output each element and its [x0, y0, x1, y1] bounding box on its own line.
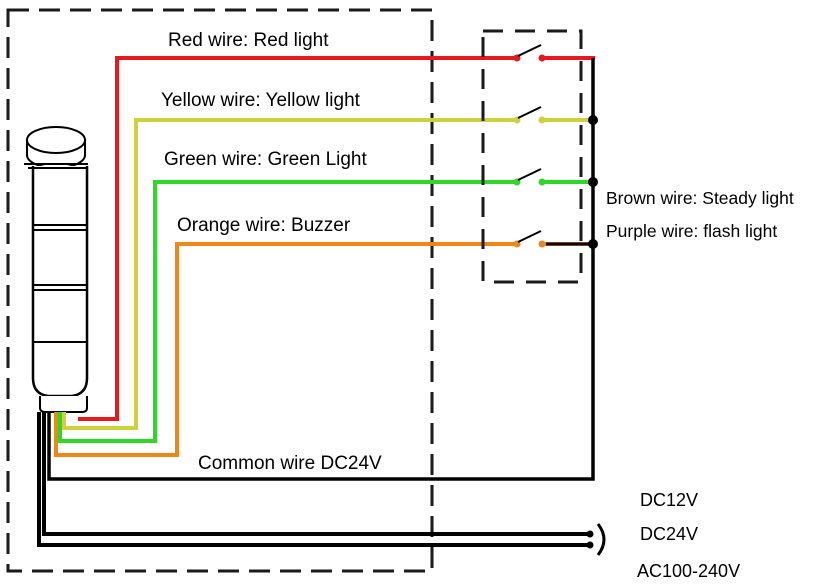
power-wire-bottom [37, 412, 590, 547]
yellow-wire-label: Yellow wire: Yellow light [161, 90, 360, 111]
common-wire-label: Common wire DC24V [198, 453, 382, 474]
brown-wire-label: Brown wire: Steady light [606, 188, 794, 208]
red-wire-label: Red wire: Red light [168, 30, 329, 51]
green-wire [58, 180, 595, 443]
red-wire [78, 56, 595, 421]
switch-icon [513, 44, 546, 248]
power-option-dc24v: DC24V [640, 524, 699, 544]
enclosure-outline [6, 8, 434, 573]
orange-wire [54, 242, 595, 457]
signal-tower-light-icon [24, 126, 89, 413]
power-connector-icon [586, 523, 606, 556]
power-option-dc12v: DC12V [640, 490, 699, 510]
orange-wire-label: Orange wire: Buzzer [177, 215, 351, 236]
yellow-wire [62, 118, 595, 430]
green-wire-label: Green wire: Green Light [164, 149, 367, 170]
power-wire-top [42, 412, 590, 536]
switch-box-outline [481, 29, 583, 284]
purple-wire-label: Purple wire: flash light [606, 221, 778, 241]
common-wire [47, 58, 595, 481]
power-option-ac100-240v: AC100-240V [637, 561, 741, 581]
